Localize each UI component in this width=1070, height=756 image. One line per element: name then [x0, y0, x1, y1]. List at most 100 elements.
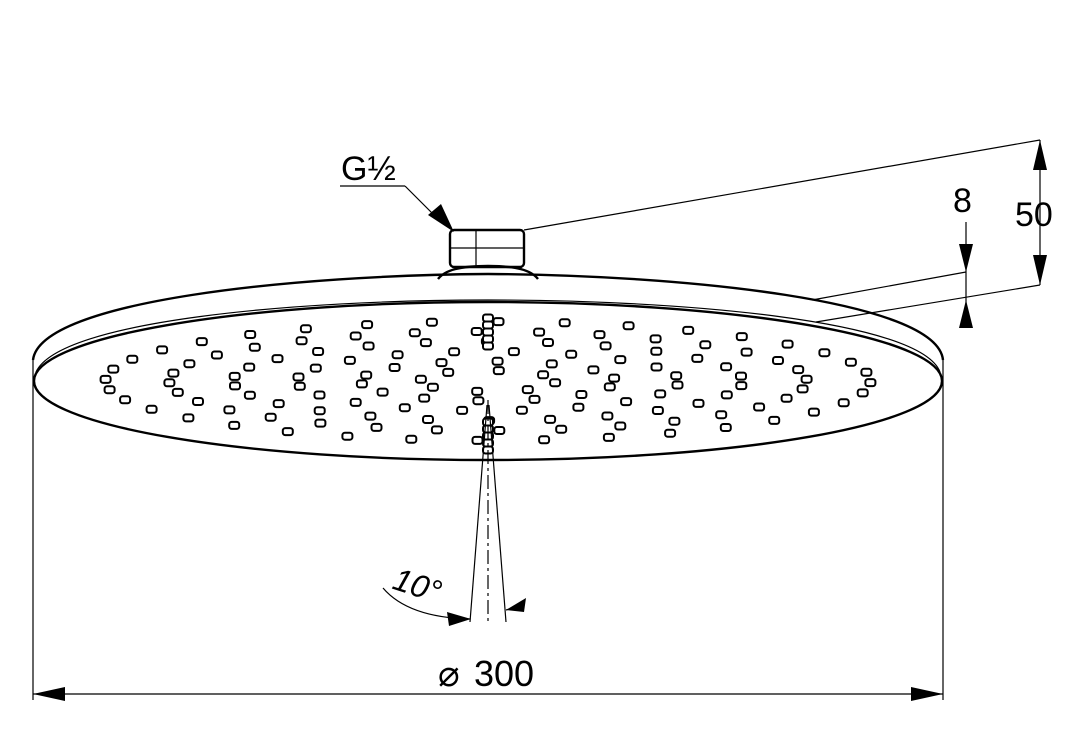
dim-50-arrow-bottom — [1033, 255, 1047, 285]
nozzle — [312, 347, 325, 356]
nozzle — [99, 374, 112, 384]
nozzle — [781, 339, 794, 349]
nozzle — [482, 327, 494, 337]
nozzle — [575, 390, 588, 399]
nozzle — [555, 424, 568, 434]
nozzle — [442, 367, 455, 377]
nozzle — [572, 402, 585, 412]
nozzle — [664, 428, 677, 438]
nozzle — [471, 386, 484, 396]
nozzle — [418, 393, 431, 403]
nozzle — [565, 349, 578, 359]
dim-50-arrow-top — [1033, 140, 1047, 170]
nozzle — [515, 405, 528, 415]
nozzle — [620, 397, 633, 407]
nozzle — [456, 405, 469, 415]
nozzle — [243, 362, 256, 372]
nozzle — [309, 363, 322, 373]
nozzle — [521, 385, 534, 395]
nozzle — [472, 396, 485, 406]
nozzle — [448, 347, 461, 357]
nozzle — [408, 328, 421, 338]
nozzle — [229, 381, 241, 391]
nozzle — [103, 385, 116, 395]
nozzle — [482, 334, 494, 344]
nozzle — [599, 341, 612, 351]
nozzle — [271, 354, 284, 364]
connection-label: G½ — [341, 150, 396, 188]
nozzle — [715, 410, 728, 420]
nozzle — [272, 399, 285, 409]
nozzle — [223, 405, 236, 415]
nozzle — [735, 332, 748, 342]
nozzle — [156, 345, 169, 355]
nozzle — [671, 380, 684, 390]
diameter-dimension: ⌀ 300 — [33, 653, 943, 701]
nozzle — [388, 363, 401, 372]
nozzle — [295, 336, 308, 346]
nozzle — [492, 366, 505, 376]
nozzle — [719, 423, 732, 432]
nozzle — [195, 337, 208, 347]
nozzle — [264, 412, 277, 422]
ext-line-mid — [811, 271, 967, 301]
nozzle — [860, 367, 873, 377]
nozzle — [800, 374, 813, 384]
callout-arrowhead — [428, 204, 454, 232]
nozzle — [622, 321, 635, 331]
nozzle — [545, 359, 558, 369]
diameter-symbol: ⌀ — [438, 653, 460, 694]
diameter-label: 300 — [474, 653, 534, 694]
nozzle — [837, 398, 850, 408]
nozzle — [107, 364, 120, 374]
nozzle — [587, 365, 600, 375]
nozzle — [544, 414, 557, 424]
nozzle — [492, 317, 505, 327]
nozzle — [668, 416, 681, 426]
nozzle — [735, 371, 747, 381]
nozzle — [313, 390, 326, 400]
nozzle — [601, 411, 614, 421]
nozzle — [470, 327, 483, 336]
nozzle — [228, 420, 241, 430]
nozzle — [299, 324, 312, 334]
nozzle — [753, 402, 766, 412]
dim-8-arrow-top — [959, 244, 973, 272]
nozzle — [649, 334, 662, 344]
nozzle — [533, 327, 546, 337]
nozzle — [145, 404, 158, 414]
nozzle — [614, 421, 627, 431]
nozzle — [210, 350, 223, 360]
angle-arrow-right — [506, 598, 526, 612]
nozzle — [602, 432, 615, 442]
nozzle — [651, 406, 664, 415]
nozzle — [419, 338, 432, 348]
nozzle — [768, 415, 781, 425]
nozzle — [772, 356, 784, 365]
nozzle — [364, 411, 377, 421]
nozzle — [171, 387, 184, 397]
ext-line-top — [523, 139, 1041, 231]
nozzle — [780, 393, 793, 403]
nozzle — [593, 330, 606, 340]
diameter-arrow-left — [33, 687, 65, 701]
nozzle — [425, 317, 438, 327]
nozzle — [163, 378, 176, 388]
nozzle — [362, 341, 375, 351]
spray-ray-right — [488, 404, 507, 623]
nozzle — [692, 398, 705, 408]
nozzle — [735, 381, 748, 391]
nozzle — [360, 370, 373, 380]
spray-ray-left — [469, 404, 488, 623]
nozzle — [182, 413, 195, 423]
nozzle — [542, 338, 554, 347]
nozzle — [558, 318, 571, 328]
nozzle — [435, 358, 448, 368]
nozzle — [844, 357, 857, 367]
height-dimensions: 50 8 — [523, 139, 1053, 328]
nozzle — [370, 422, 383, 432]
nozzle — [126, 354, 139, 364]
nozzle — [192, 397, 204, 406]
nozzle — [361, 320, 374, 330]
